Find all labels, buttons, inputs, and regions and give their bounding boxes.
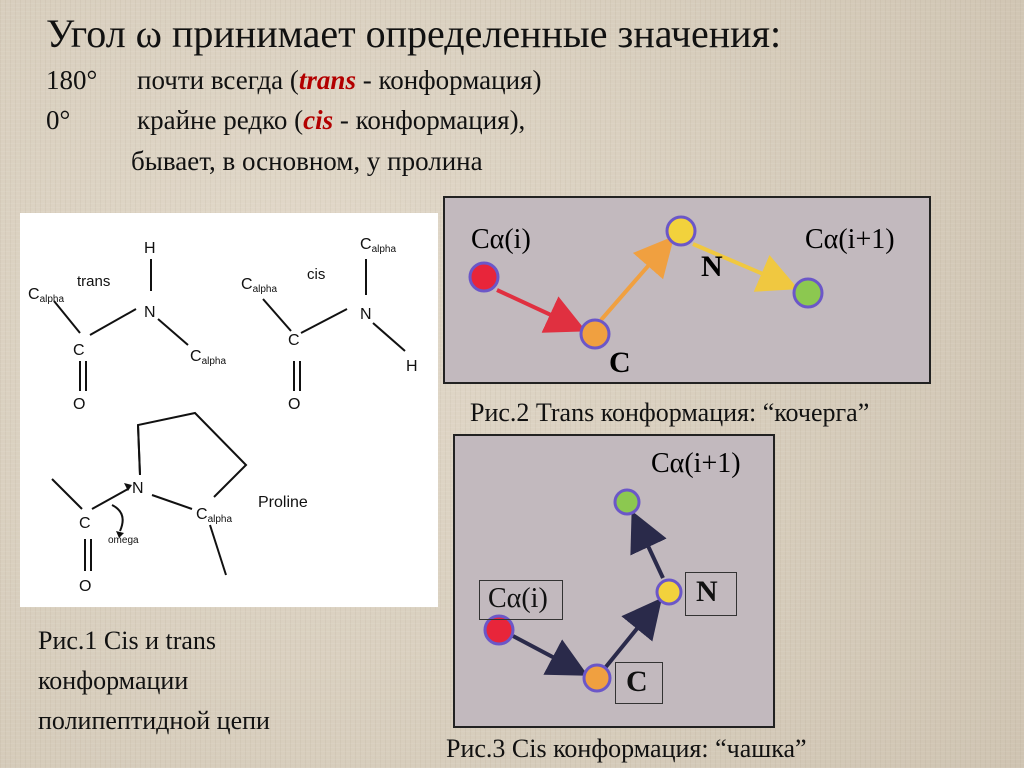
- atom-n: [665, 215, 697, 247]
- cis-calpha-left: Calpha: [241, 276, 277, 295]
- atom-ca-i1: [792, 277, 824, 309]
- title-prefix: Угол: [46, 11, 136, 56]
- atom-c: [582, 663, 612, 693]
- cis-c: C: [288, 332, 300, 349]
- label-n: N: [696, 575, 718, 608]
- fig1-caption-3: полипептидной цепи: [38, 706, 270, 735]
- line-cis: 0°: [46, 102, 70, 138]
- cis-calpha-top: Calpha: [360, 236, 396, 255]
- label-ca-i1: Cα(i+1): [651, 448, 741, 479]
- figure-3-svg: Cα(i+1): [483, 448, 741, 693]
- bond-ca-c: [512, 634, 589, 676]
- omega-symbol: ω: [135, 11, 162, 56]
- line-trans: 180°: [46, 62, 97, 98]
- line-proline: бывает, в основном, у пролина: [131, 146, 483, 176]
- label-n: N: [701, 250, 723, 283]
- label-ca-i: Cα(i): [471, 224, 531, 255]
- cis-n: N: [360, 306, 372, 323]
- proline-calpha: Calpha: [196, 506, 232, 525]
- box-ca-i: Cα(i): [479, 580, 563, 620]
- trans-h: H: [144, 240, 156, 257]
- label-ca-i: Cα(i): [488, 583, 548, 614]
- fig3-caption: Рис.3 Cis конформация: “чашка”: [446, 734, 807, 763]
- cis-word: cis: [303, 105, 334, 135]
- fig1-caption-2: конформации: [38, 666, 189, 695]
- figure-1-svg: Calpha trans H N C O Calpha Calpha cis C…: [28, 236, 418, 595]
- trans-text-b: - конформация): [355, 65, 542, 95]
- cis-label: cis: [307, 266, 325, 283]
- label-c: C: [626, 665, 648, 698]
- atom-ca-i1: [613, 488, 641, 516]
- cis-o: O: [288, 396, 300, 413]
- bond-ca-c: [496, 288, 587, 333]
- trans-label: trans: [77, 273, 110, 290]
- figure-2-panel: Cα(i) Cα(i+1) N C: [443, 196, 931, 384]
- trans-n: N: [144, 304, 156, 321]
- box-c: C: [615, 662, 663, 704]
- trans-o: O: [73, 396, 85, 413]
- atom-ca-i: [483, 614, 515, 646]
- proline-n: N: [132, 480, 144, 497]
- label-c: C: [609, 346, 631, 379]
- label-ca-i1: Cα(i+1): [805, 224, 895, 255]
- fig2-caption: Рис.2 Trans конформация: “кочерга”: [470, 398, 870, 427]
- title-suffix: принимает определенные значения:: [161, 11, 782, 56]
- line-cis-text: крайне редко (cis - конформация),: [137, 102, 525, 138]
- atom-c: [579, 318, 611, 350]
- cis-h: H: [406, 358, 418, 375]
- atom-ca-i: [468, 261, 500, 293]
- angle-0: 0°: [46, 105, 71, 135]
- line-trans-text: почти всегда (trans - конформация): [137, 62, 541, 98]
- cis-text-a: крайне редко (: [137, 105, 304, 135]
- trans-calpha-left: Calpha: [28, 286, 64, 305]
- bond-c-n: [603, 597, 663, 670]
- proline-label: Proline: [258, 494, 308, 511]
- figure-2-svg: Cα(i) Cα(i+1) N C: [468, 215, 895, 379]
- omega-label: omega: [108, 535, 139, 546]
- figure-1-structures: Calpha trans H N C O Calpha Calpha cis C…: [20, 213, 438, 607]
- box-n: N: [685, 572, 737, 616]
- cis-text-b: - конформация),: [333, 105, 526, 135]
- atom-n: [655, 578, 683, 606]
- figure-3-panel: Cα(i+1) Cα(i) N C: [453, 434, 775, 728]
- trans-word: trans: [298, 65, 356, 95]
- bond-n-ca: [692, 242, 799, 292]
- angle-180: 180°: [46, 65, 98, 95]
- bond-c-n: [599, 235, 675, 322]
- bond-n-ca: [630, 510, 667, 579]
- proline-o: O: [79, 578, 91, 595]
- fig1-caption-1: Рис.1 Cis и trans: [38, 626, 217, 655]
- trans-text-a: почти всегда (: [137, 65, 299, 95]
- trans-c: C: [73, 342, 85, 359]
- proline-c: C: [79, 515, 91, 532]
- slide-title: Угол ω принимает определенные значения:: [46, 10, 781, 58]
- omega-arrowhead: [116, 531, 124, 538]
- trans-calpha-right: Calpha: [190, 348, 226, 367]
